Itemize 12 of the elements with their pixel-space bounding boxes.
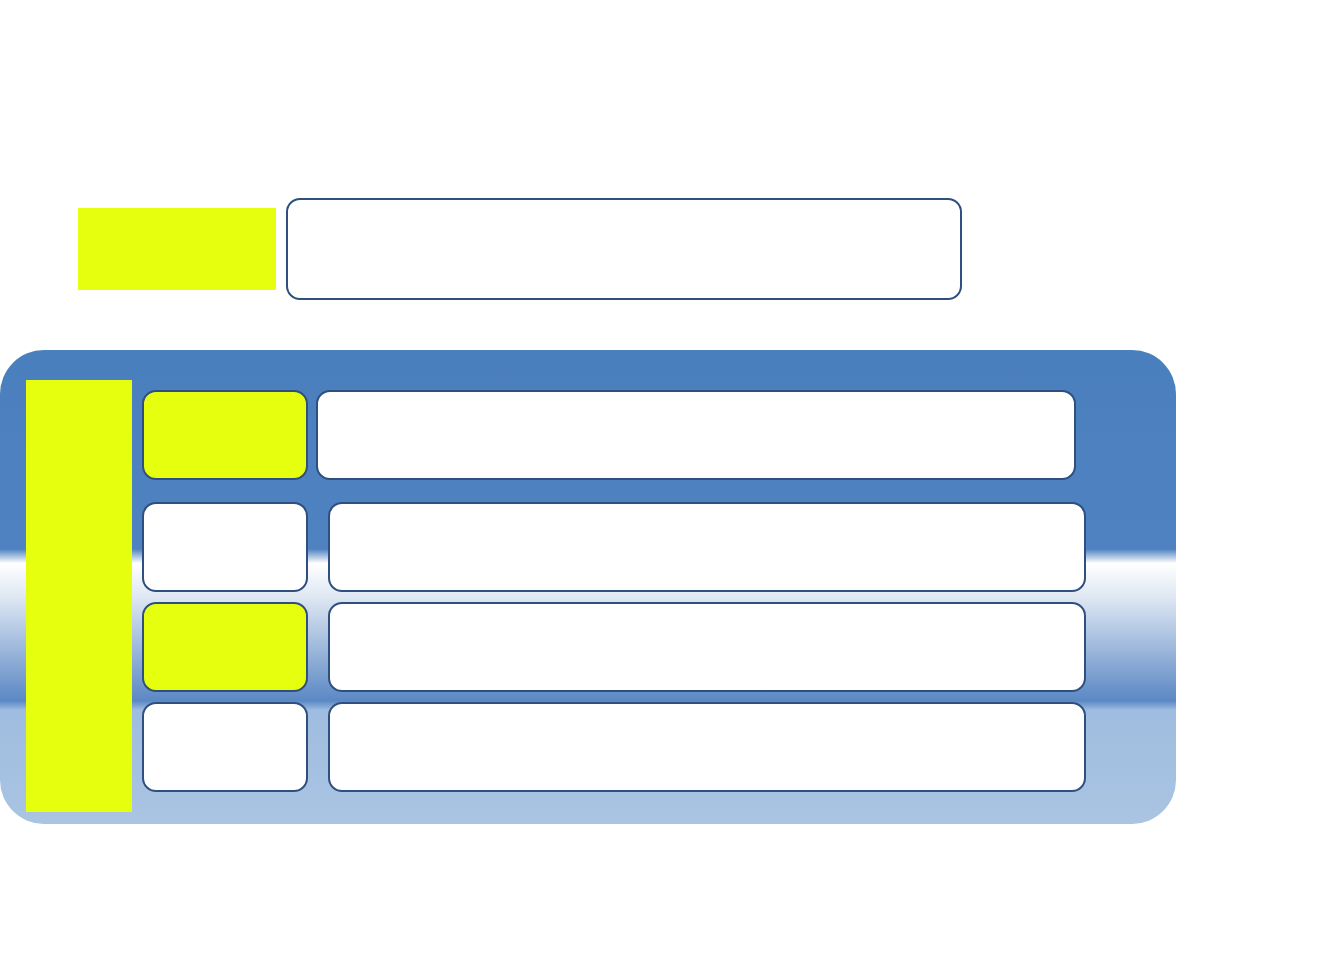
highlight-bar xyxy=(26,380,132,812)
rounded-box xyxy=(142,602,308,692)
rounded-box xyxy=(316,390,1076,480)
rounded-box xyxy=(328,502,1086,592)
highlight-bar xyxy=(78,208,276,290)
rounded-box xyxy=(286,198,962,300)
table-panel xyxy=(0,350,1176,824)
rounded-box xyxy=(142,702,308,792)
rounded-box xyxy=(142,390,308,480)
rounded-box xyxy=(328,602,1086,692)
rounded-box xyxy=(142,502,308,592)
rounded-box xyxy=(328,702,1086,792)
